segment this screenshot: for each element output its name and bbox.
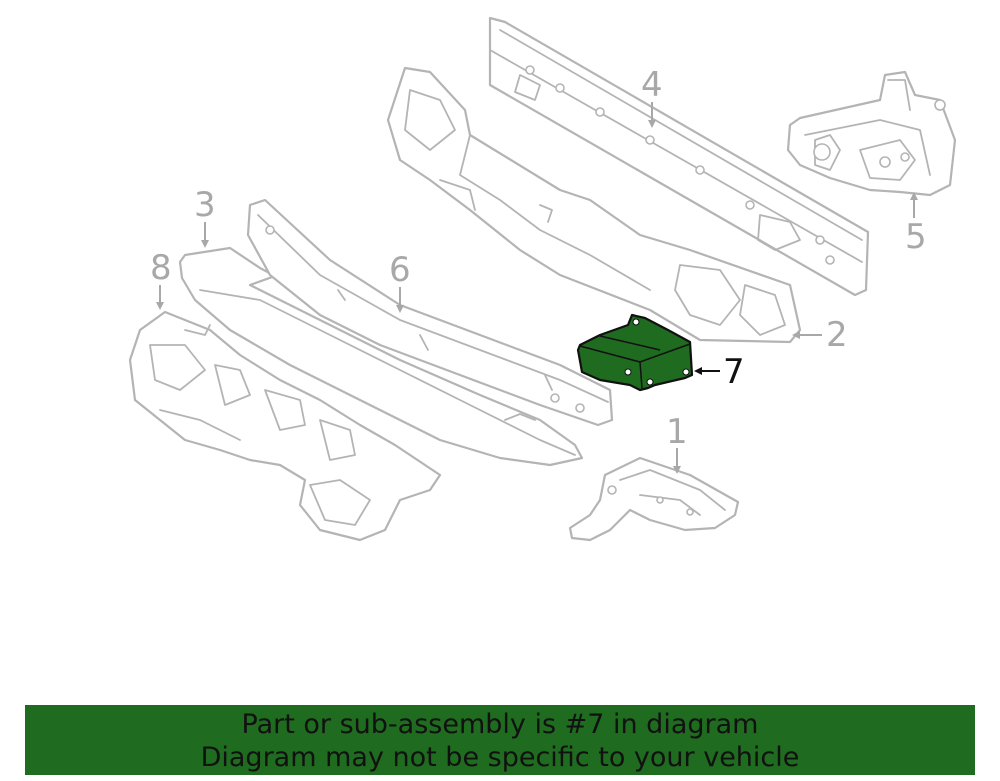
callout-2: 2	[792, 315, 848, 355]
part-5-mount-bracket	[786, 70, 957, 197]
part-1-small-bracket	[568, 456, 740, 542]
callout-label-5: 5	[905, 217, 927, 257]
callout-5: 5	[905, 192, 927, 257]
banner-line-1: Part or sub-assembly is #7 in diagram	[241, 709, 759, 740]
callout-label-7: 7	[723, 352, 745, 392]
callout-7[interactable]: 7	[694, 352, 745, 392]
part-6-impact-bar	[246, 198, 614, 427]
banner-line-2: Diagram may not be specific to your vehi…	[200, 742, 800, 773]
callout-label-1: 1	[666, 412, 688, 452]
callout-label-4: 4	[641, 65, 663, 105]
info-banner: Part or sub-assembly is #7 in diagram Di…	[25, 705, 975, 775]
part-4-reinforcement-beam	[488, 16, 870, 297]
callout-label-3: 3	[194, 185, 216, 225]
part-8-lower-absorber	[128, 310, 442, 542]
callout-6: 6	[389, 250, 411, 313]
callout-label-6: 6	[389, 250, 411, 290]
callout-1: 1	[666, 412, 688, 474]
parts-diagram: 1 2 3 4 5 6 7 8	[128, 16, 957, 542]
part-7-highlighted-bracket[interactable]	[576, 313, 694, 392]
callout-3: 3	[194, 185, 216, 248]
callout-4: 4	[641, 65, 663, 128]
callout-label-8: 8	[150, 248, 172, 288]
callout-8: 8	[150, 248, 172, 310]
callout-label-2: 2	[826, 315, 848, 355]
